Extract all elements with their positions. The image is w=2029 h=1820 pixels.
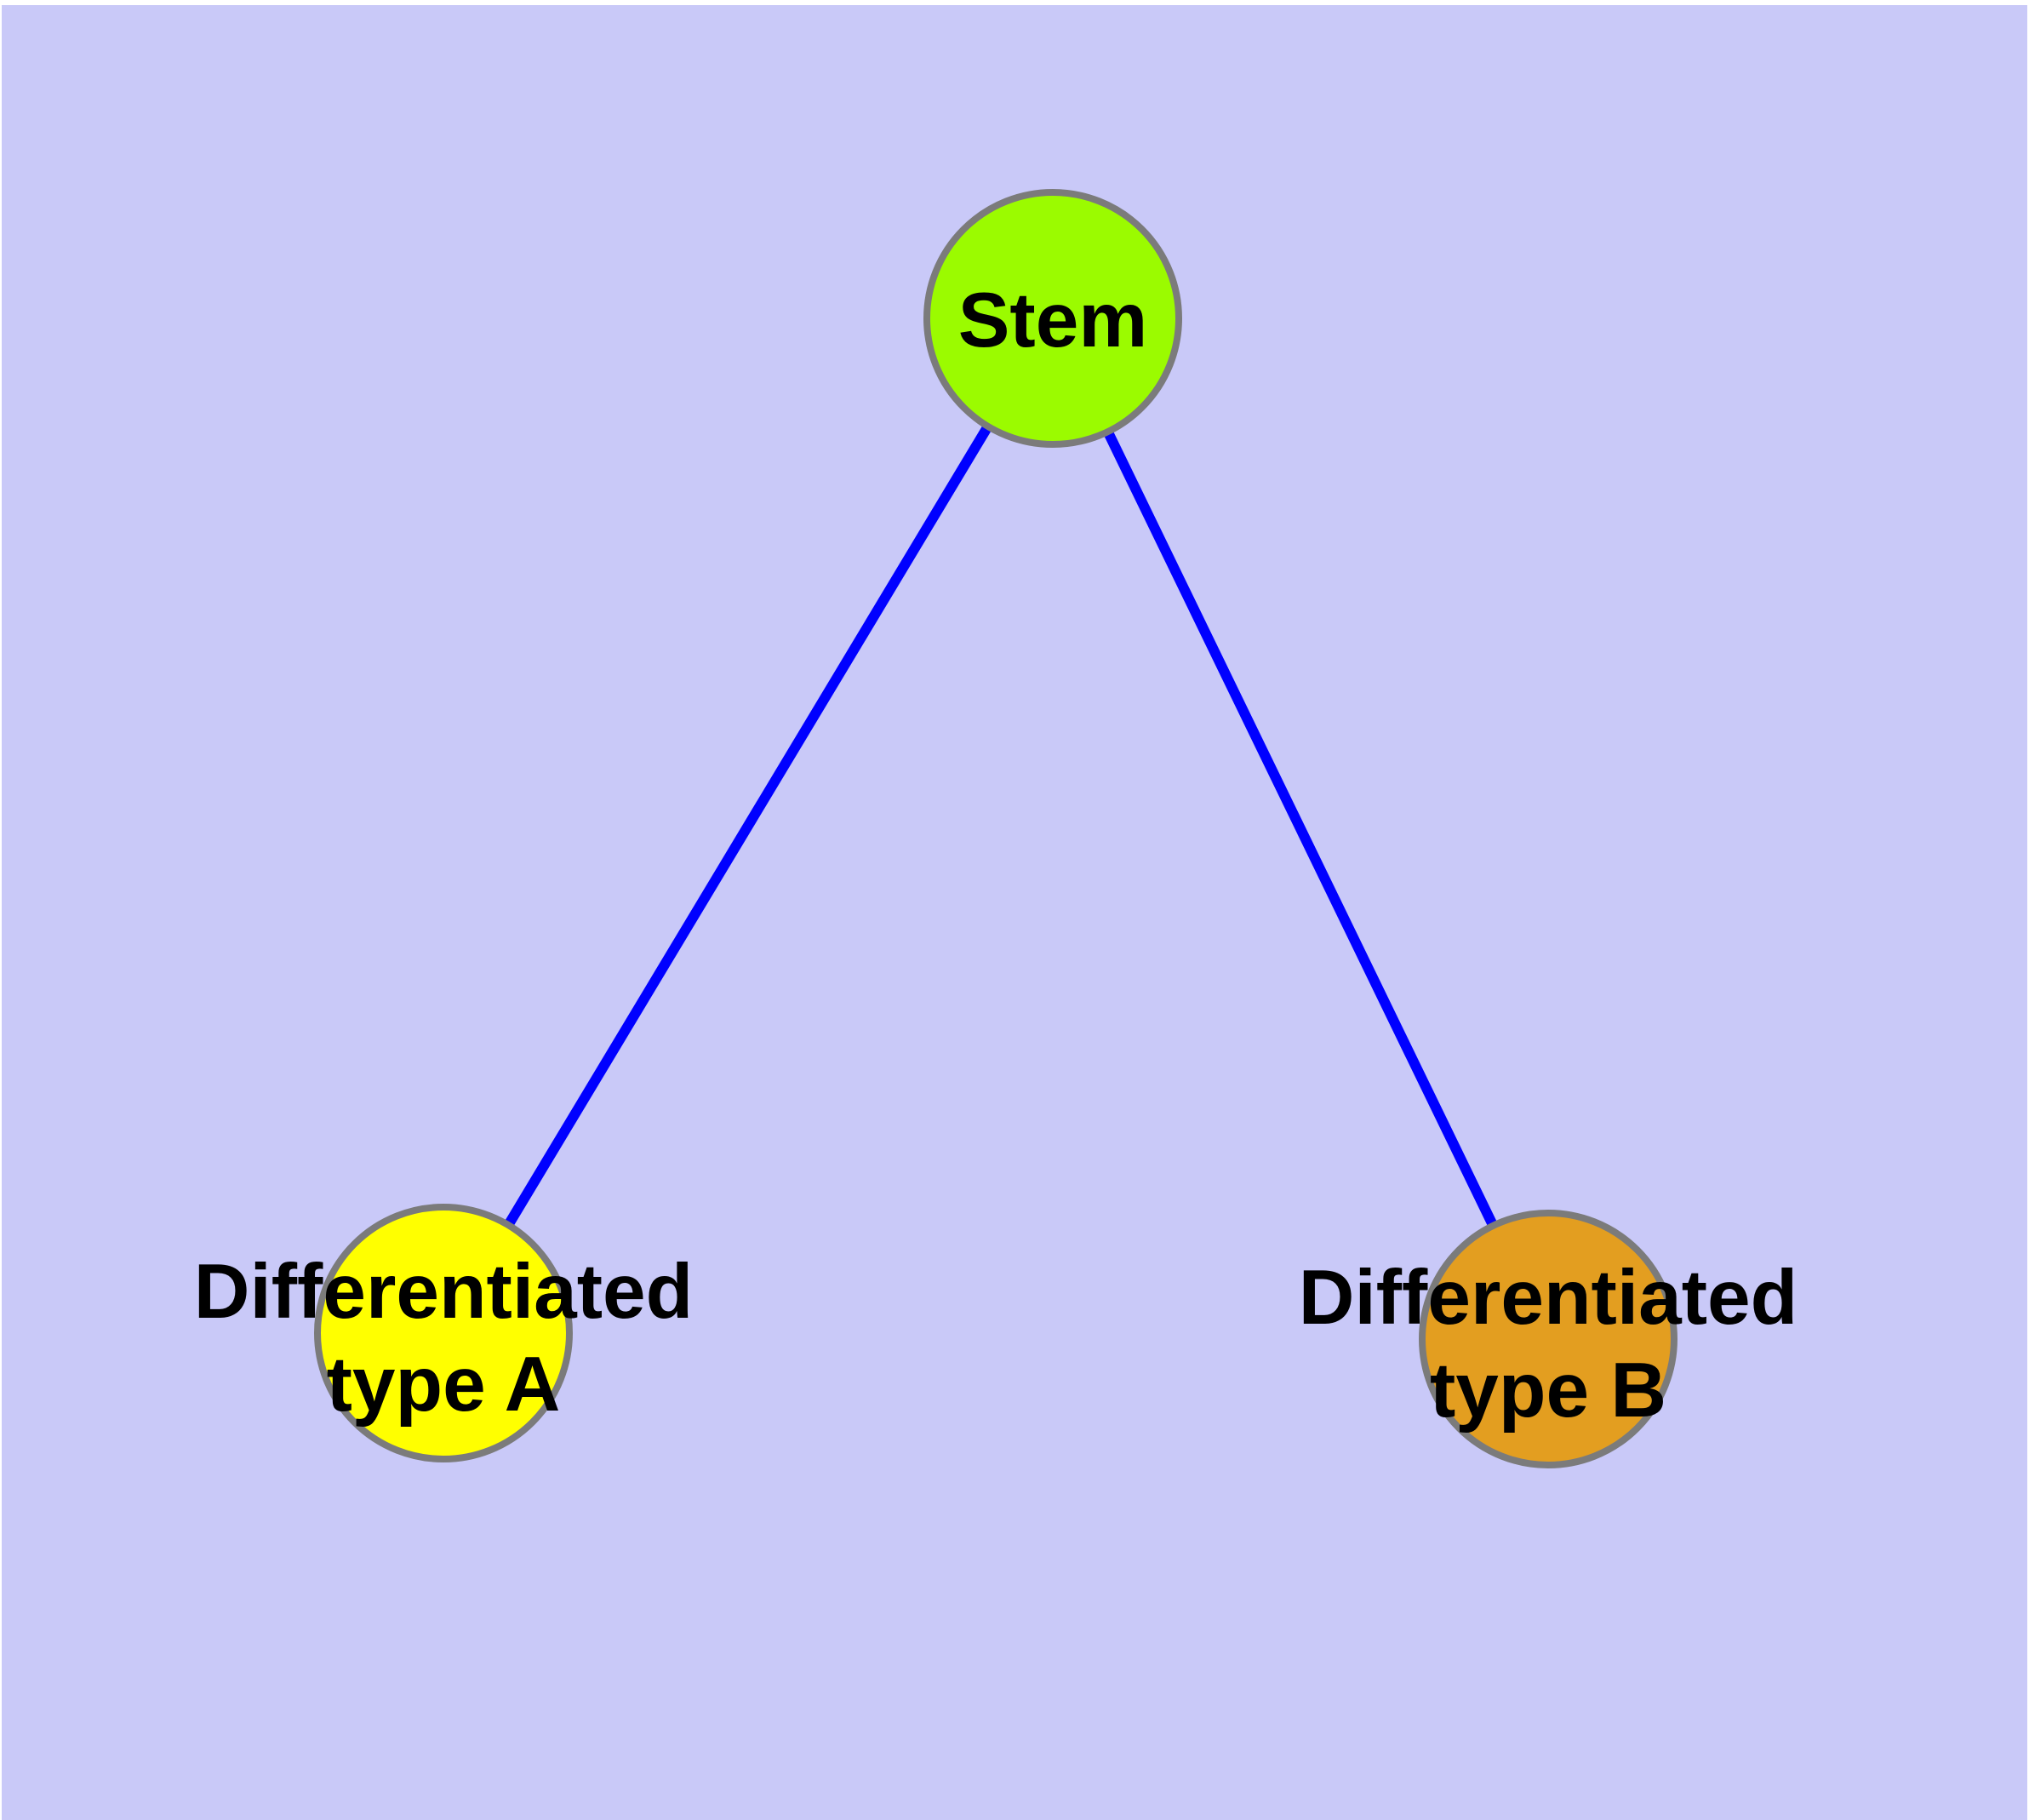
node-stem-circle	[923, 189, 1182, 448]
node-differentiated-type-a-label-line1: Differentiated	[194, 1249, 694, 1335]
edge-stem-to-type-a	[438, 315, 1058, 1336]
node-stem-label: Stem	[958, 278, 1148, 363]
node-differentiated-type-b-label-line2: type B	[1430, 1348, 1666, 1434]
node-differentiated-type-a-label-line2: type A	[327, 1342, 561, 1428]
edge-stem-to-type-b	[1048, 316, 1553, 1342]
node-differentiated-type-b-circle	[1419, 1210, 1677, 1468]
node-differentiated-type-b-label-line1: Differentiated	[1299, 1255, 1798, 1341]
edge-group	[438, 315, 1553, 1342]
node-differentiated-type-a-circle	[314, 1204, 573, 1462]
node-differentiated-type-a: Differentiated type A	[194, 1204, 694, 1462]
node-stem: Stem	[923, 189, 1182, 448]
node-differentiated-type-b: Differentiated type B	[1299, 1210, 1798, 1468]
